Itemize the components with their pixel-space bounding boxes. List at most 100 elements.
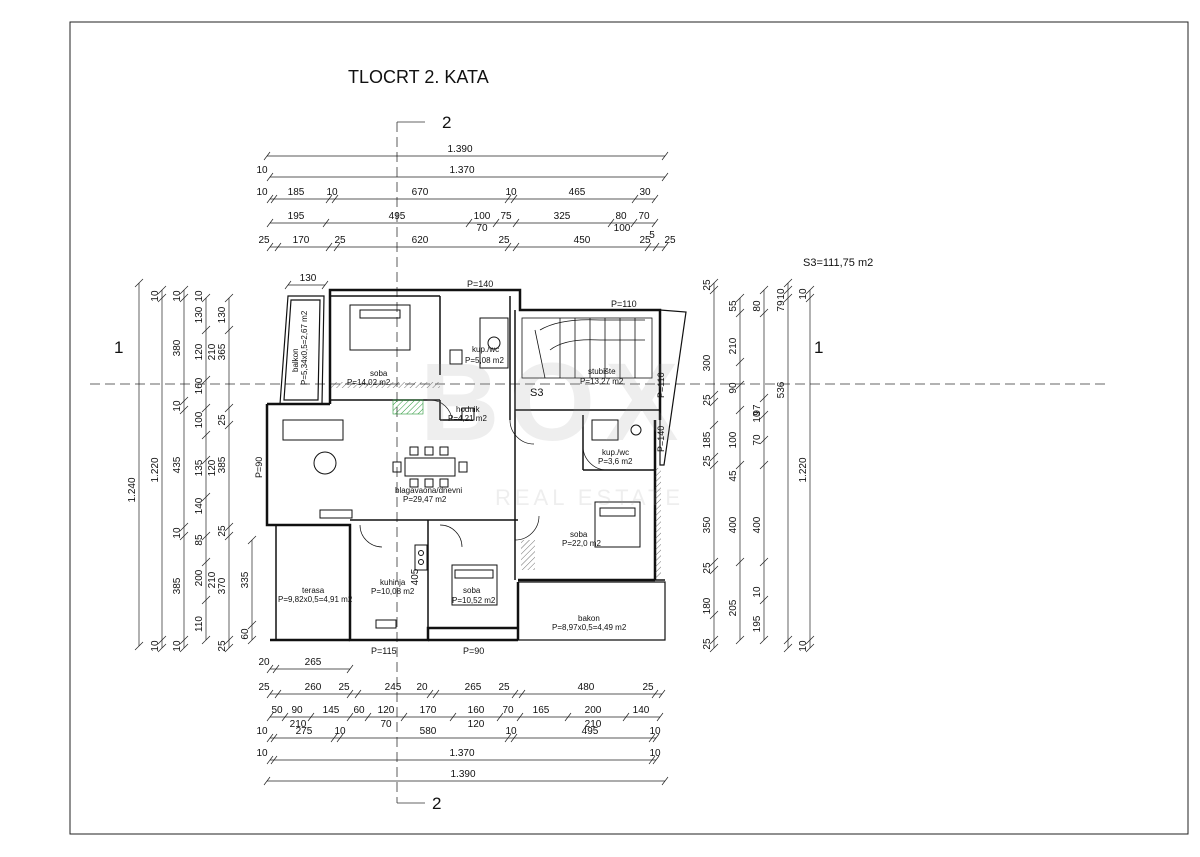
room-balkon-left-name: balkon	[291, 348, 300, 372]
dimension-tick	[735, 293, 745, 303]
dimension-tick	[735, 405, 745, 415]
dimension-tick	[201, 403, 211, 413]
watermark: BOX REAL ESTATE	[420, 341, 680, 510]
dimension-label: 210	[207, 343, 218, 360]
room-balkon-right-area: P=8,97x0,5=4,49 m2	[552, 623, 627, 632]
plan-title: TLOCRT 2. KATA	[348, 67, 489, 87]
dimension-tick	[518, 689, 526, 699]
dimension-tick	[179, 635, 189, 645]
dimension-label: 70	[638, 211, 650, 222]
dimension-label: 25	[498, 682, 510, 693]
dimension-label: 70	[476, 223, 488, 234]
dimension-label: 10	[150, 290, 161, 302]
dimension-tick	[266, 733, 274, 743]
dimension-tick	[400, 712, 408, 722]
balkon-left-outline	[279, 295, 325, 405]
dimension-tick	[179, 531, 189, 541]
dimension-label: 5	[649, 230, 655, 241]
opening-p115-bottom: P=115	[371, 646, 397, 656]
dimension-label: 130	[300, 273, 317, 284]
dimension-label: 10	[256, 726, 268, 737]
staircase	[521, 317, 653, 379]
dimension-label: 10	[172, 290, 183, 302]
dimension-label: 10	[649, 748, 661, 759]
dimension-tick	[346, 689, 354, 699]
balkon-right-outline	[518, 309, 687, 641]
dimension-tick	[321, 280, 329, 290]
dimension-tick	[709, 460, 719, 470]
dimension-label: 10	[194, 290, 205, 302]
dimension-label: 10	[505, 726, 517, 737]
room-kup-2-name: kup./wc	[602, 448, 629, 457]
dimension-label: 370	[217, 577, 228, 594]
dimension-tick	[224, 643, 234, 653]
dimension-tick	[201, 325, 211, 335]
dimension-label: 450	[574, 235, 591, 246]
dimension-tick	[307, 712, 315, 722]
dimension-tick	[201, 375, 211, 385]
dimension-tick	[709, 390, 719, 400]
kitchen-fixtures	[375, 544, 428, 629]
room-kuhinja-name: kuhinja	[380, 578, 406, 587]
dimension-label: 1.370	[449, 165, 474, 176]
dimension-tick	[709, 635, 719, 645]
dimension-tick	[224, 293, 234, 303]
section-marker-bottom: 2	[432, 794, 441, 813]
dimension-label: 10	[649, 726, 661, 737]
dimension-label: 10	[256, 187, 268, 198]
section-marker-top: 2	[442, 113, 451, 132]
dimension-tick	[805, 285, 815, 295]
dimension-tick	[759, 435, 769, 445]
dimension-label: 1.240	[127, 477, 138, 502]
dimension-tick	[134, 641, 144, 651]
dimension-tick	[201, 595, 211, 605]
room-soba-1-area: P=14,02 m2	[347, 378, 391, 387]
dimension-tick	[504, 242, 512, 252]
dimension-label: 435	[172, 456, 183, 473]
dimension-tick	[322, 218, 330, 228]
room-balkon-left-area: P=5,34x0,5=2,67 m2	[300, 310, 309, 385]
room-terasa-name: terasa	[302, 586, 325, 595]
opening-p110-top: P=110	[611, 299, 637, 309]
section-lines	[90, 122, 1110, 803]
dimension-tick	[179, 405, 189, 415]
dimension-label: 480	[578, 682, 595, 693]
dimension-label: 1.220	[798, 457, 809, 482]
dimension-label: 100	[194, 411, 205, 428]
dimension-label: 165	[533, 705, 550, 716]
dimension-tick	[274, 689, 282, 699]
dimension-label: 25	[217, 640, 228, 652]
dimension-label: 25	[702, 562, 713, 574]
dimension-label: 495	[582, 726, 599, 737]
dimension-label: 350	[702, 516, 713, 533]
dimension-label: 120	[378, 705, 395, 716]
dimension-label: 10	[798, 288, 809, 300]
room-balkon-right-name: bakon	[578, 614, 600, 623]
dimension-tick	[759, 410, 769, 420]
dimension-label: 385	[217, 456, 228, 473]
wall-hatch-1	[330, 382, 440, 388]
dimension-label: 30	[639, 187, 651, 198]
dimension-tick	[157, 643, 167, 653]
dimension-tick	[510, 733, 518, 743]
dimension-label: 405	[410, 568, 421, 585]
section-marker-left: 1	[114, 338, 123, 357]
dimension-label: 245	[385, 682, 402, 693]
dimension-tick	[224, 325, 234, 335]
bed-soba-2	[594, 501, 641, 548]
dimension-label: 1.390	[450, 769, 475, 780]
dimension-tick	[709, 565, 719, 575]
dimension-tick	[661, 776, 669, 786]
dimension-tick	[709, 557, 719, 567]
dimension-label: 10	[798, 640, 809, 652]
dimension-label: 85	[194, 534, 205, 546]
dimension-tick	[631, 194, 639, 204]
dimension-tick	[651, 689, 659, 699]
bathroom-fixtures-2	[591, 419, 642, 441]
room-dnevni-area: P=29,47 m2	[403, 495, 447, 504]
dimension-label: 10	[172, 527, 183, 539]
floor-plan	[265, 288, 687, 642]
dimension-label: 210	[585, 719, 602, 730]
